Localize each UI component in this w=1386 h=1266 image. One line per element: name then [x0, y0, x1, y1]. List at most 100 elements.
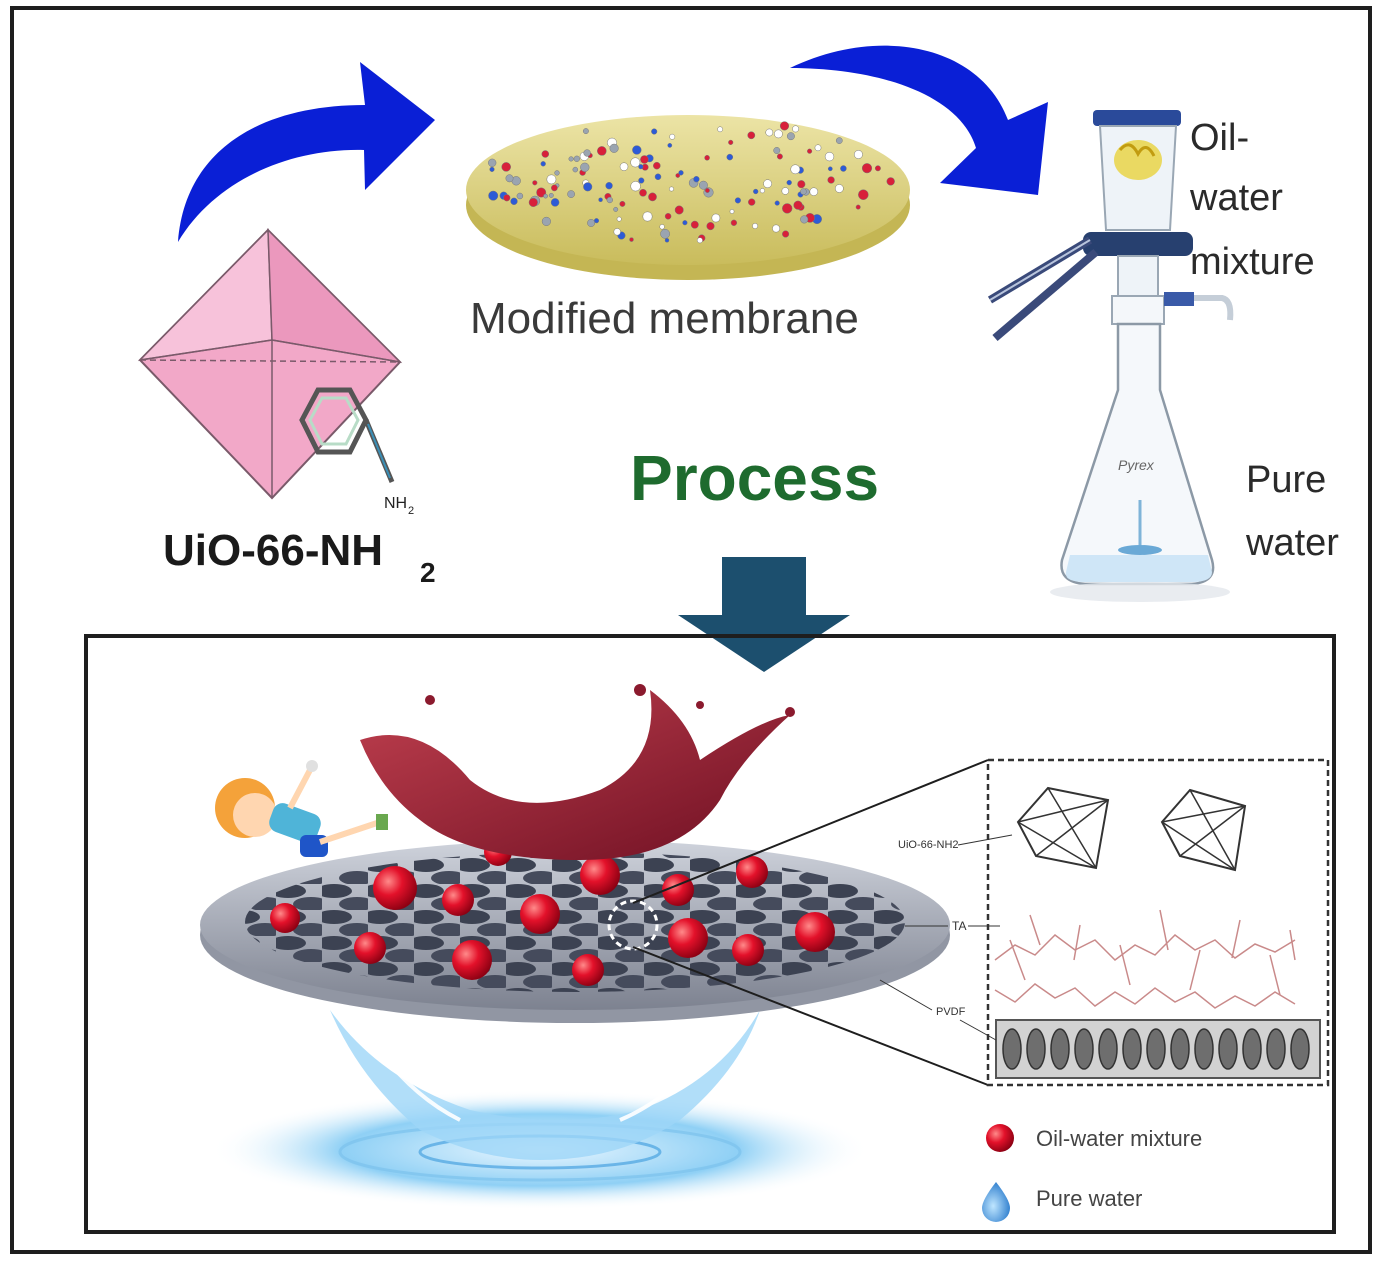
membrane-particle: [616, 216, 622, 222]
membrane-particle: [613, 228, 621, 236]
pure-water-label-1: Pure: [1246, 459, 1326, 501]
pvdf-pore: [1026, 1028, 1046, 1070]
membrane-label: Modified membrane: [470, 294, 859, 343]
membrane-particle: [772, 224, 781, 233]
membrane-particle: [855, 204, 861, 210]
process-label: Process: [630, 442, 879, 514]
oil-water-label-2: water: [1189, 177, 1283, 219]
membrane-particle: [669, 133, 676, 140]
membrane-particle: [748, 198, 756, 206]
membrane-particle: [540, 161, 546, 167]
oil-droplet: [572, 954, 604, 986]
uio-66-nh2-octahedron: [137, 228, 403, 500]
membrane-particle: [554, 170, 560, 176]
oil-droplet: [452, 940, 492, 980]
membrane-particle: [790, 164, 801, 175]
membrane-particle: [638, 164, 644, 170]
membrane-particle: [541, 216, 551, 226]
oil-droplet: [373, 866, 417, 910]
oil-water-label-1: Oil-: [1190, 117, 1249, 159]
membrane-particle: [759, 188, 765, 194]
membrane-particle: [690, 220, 699, 229]
zoom-line-bottom: [632, 946, 989, 1086]
membrane-particles: [488, 121, 895, 244]
membrane-particle: [753, 188, 759, 195]
membrane-particle: [730, 219, 738, 226]
oil-water-label-3: mixture: [1190, 241, 1315, 283]
membrane-particle: [776, 153, 783, 160]
filtration-apparatus: Pyrex: [987, 110, 1234, 602]
membrane-particle: [609, 143, 619, 153]
membrane-particle: [763, 179, 772, 189]
membrane-particle: [528, 197, 538, 207]
membrane-particle: [704, 155, 710, 161]
membrane-particle: [505, 174, 514, 183]
membrane-particle: [619, 200, 626, 207]
membrane-particle: [853, 150, 863, 159]
membrane-particle: [664, 238, 670, 243]
membrane-particle: [503, 194, 511, 202]
membrane-particle: [573, 155, 580, 162]
membrane-particle: [693, 176, 700, 183]
pvdf-pore: [1098, 1028, 1118, 1070]
membrane-particle: [488, 190, 499, 201]
membrane-particle: [541, 150, 550, 158]
membrane-particle: [488, 158, 497, 167]
pvdf-pore: [1170, 1028, 1190, 1070]
water-drop-icon: [982, 1182, 1010, 1222]
membrane-particle: [734, 197, 741, 204]
membrane-particle: [682, 220, 688, 226]
ta-network: [994, 909, 1296, 1009]
membrane-particle: [510, 197, 518, 205]
oil-droplet: [732, 934, 764, 966]
membrane-particle: [840, 165, 847, 172]
legend-oil-water-label: Oil-water mixture: [1036, 1126, 1202, 1151]
membrane-particle: [580, 162, 590, 172]
inset-pvdf-label: PVDF: [936, 1006, 966, 1018]
process-detail-box: [84, 634, 1336, 1234]
membrane-particle: [807, 148, 813, 154]
oil-droplet: [580, 855, 620, 895]
inset-ta-label: TA: [952, 919, 966, 933]
membrane-particle: [779, 121, 790, 131]
nh2-label: NH: [384, 495, 407, 512]
membrane-particle: [648, 192, 657, 202]
membrane-particle: [781, 187, 790, 195]
legend: Oil-water mixture Pure water: [982, 1124, 1202, 1222]
mof-name-subscript: 2: [420, 557, 436, 588]
pvdf-pore: [1218, 1028, 1238, 1070]
membrane-particle: [583, 182, 593, 192]
membrane-particle: [630, 181, 641, 192]
membrane-particle: [543, 193, 548, 199]
membrane-particle: [606, 196, 613, 204]
membrane-particle: [629, 237, 634, 242]
membrane-particle: [747, 131, 756, 140]
membrane-particle: [639, 188, 647, 197]
membrane-particle: [711, 213, 721, 223]
membrane-particle: [797, 180, 806, 189]
zoom-line-top: [632, 759, 989, 904]
membrane-particle: [632, 145, 642, 155]
membrane-particle: [696, 237, 703, 244]
oil-droplet: [795, 912, 835, 952]
membrane-particle: [669, 186, 674, 192]
membrane-particle: [793, 200, 803, 210]
membrane-particle: [582, 128, 589, 135]
membrane-particle: [861, 163, 873, 174]
membrane-particle: [782, 230, 790, 238]
membrane-particle: [598, 197, 603, 203]
curved-arrow-2: [790, 45, 1048, 196]
membrane-particle: [664, 213, 672, 220]
membrane-particle: [858, 189, 869, 200]
membrane-particle: [726, 153, 734, 161]
zoom-inset: [986, 758, 1330, 1087]
outer-frame: [10, 6, 1372, 1254]
membrane-particle: [630, 157, 641, 168]
membrane-particle: [548, 192, 554, 198]
membrane-particle: [605, 182, 613, 190]
membrane-particle: [568, 156, 574, 162]
water-splash: [210, 1010, 870, 1210]
mof-wireframe-1: [1016, 786, 1110, 870]
membrane-particle: [786, 132, 795, 141]
membrane-particle: [835, 137, 843, 144]
